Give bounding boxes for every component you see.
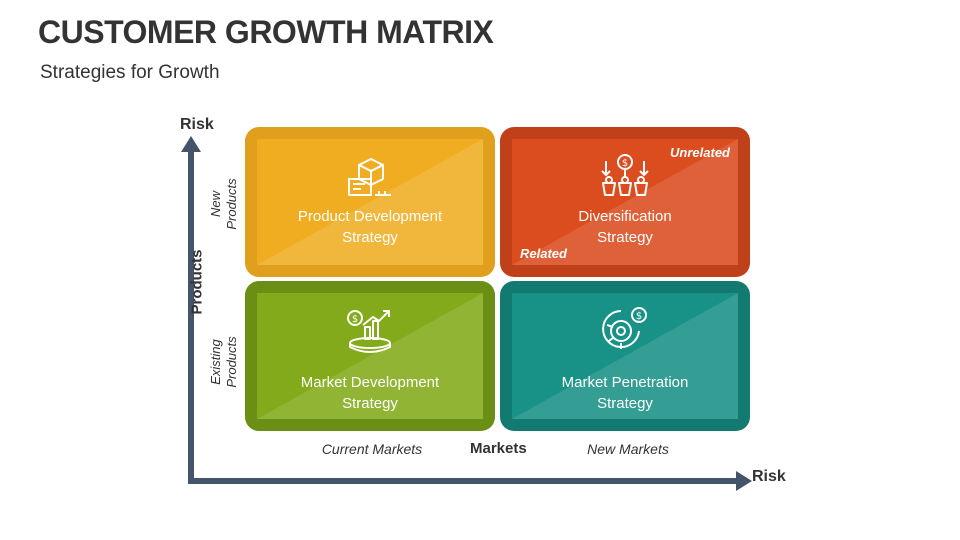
quadrant-market-penetration: $ Market Penetration Strategy [500,281,750,431]
page-title: CUSTOMER GROWTH MATRIX [38,14,494,50]
y-tick-existing-line1: Existing [208,339,223,385]
quadrant-inner: $ Market Development Strategy [257,293,483,419]
y-tick-existing-products: Existing Products [208,336,240,387]
quadrant-label: Market Penetration Strategy [512,372,738,414]
y-tick-existing-line2: Products [224,336,239,388]
page-subtitle: Strategies for Growth [40,62,220,83]
quadrant-label: Product Development Strategy [257,206,483,248]
y-tick-new-line1: New [208,191,223,218]
y-axis-arrow [181,136,201,152]
quadrant-label-line2: Strategy [342,395,398,412]
quadrant-inner: $ Market Penetration Strategy [512,293,738,419]
quadrant-label-line2: Strategy [597,395,653,412]
dollar-target-icon: $ [602,307,647,349]
quadrant-diversification: $ Diversification Strategy Unrelated Rel… [500,127,750,277]
box-blueprint-icon [348,158,391,196]
quadrant-label-line2: Strategy [342,229,398,246]
quadrant-market-development: $ Market Development Strategy [245,281,495,431]
y-tick-new-line2: Products [224,178,239,230]
quadrant-label-line1: Diversification [578,208,672,225]
svg-text:$: $ [636,311,642,322]
quadrant-inner: Product Development Strategy [257,139,483,265]
y-tick-new-products: New Products [208,178,240,229]
y-axis-risk-label: Risk [180,116,214,133]
quadrant-label: Diversification Strategy [512,206,738,248]
y-axis-title: Products [188,249,206,315]
x-axis-title: Markets [470,440,527,457]
growth-chart-icon: $ [347,310,391,353]
quadrant-label-line2: Strategy [597,229,653,246]
quadrant-inner: $ Diversification Strategy Unrelated Rel… [512,139,738,265]
x-tick-new-markets: New Markets [587,441,669,457]
quadrant-label: Market Development Strategy [257,372,483,414]
quadrant-label-line1: Market Penetration [561,374,689,391]
x-axis-risk-label: Risk [752,468,786,485]
quadrant-label-line1: Product Development [297,208,443,225]
svg-text:$: $ [622,158,628,169]
shine-overlay [512,139,738,265]
shine-overlay [512,293,738,419]
quadrant-label-line1: Market Development [300,374,440,391]
money-baskets-icon: $ [601,154,649,196]
shine-overlay [257,139,483,265]
note-unrelated: Unrelated [670,145,730,160]
svg-text:$: $ [352,314,358,325]
note-related: Related [520,246,567,261]
x-tick-current-markets: Current Markets [321,441,423,457]
shine-overlay [257,293,483,419]
quadrant-product-development: Product Development Strategy [245,127,495,277]
x-axis-arrow [736,471,752,491]
